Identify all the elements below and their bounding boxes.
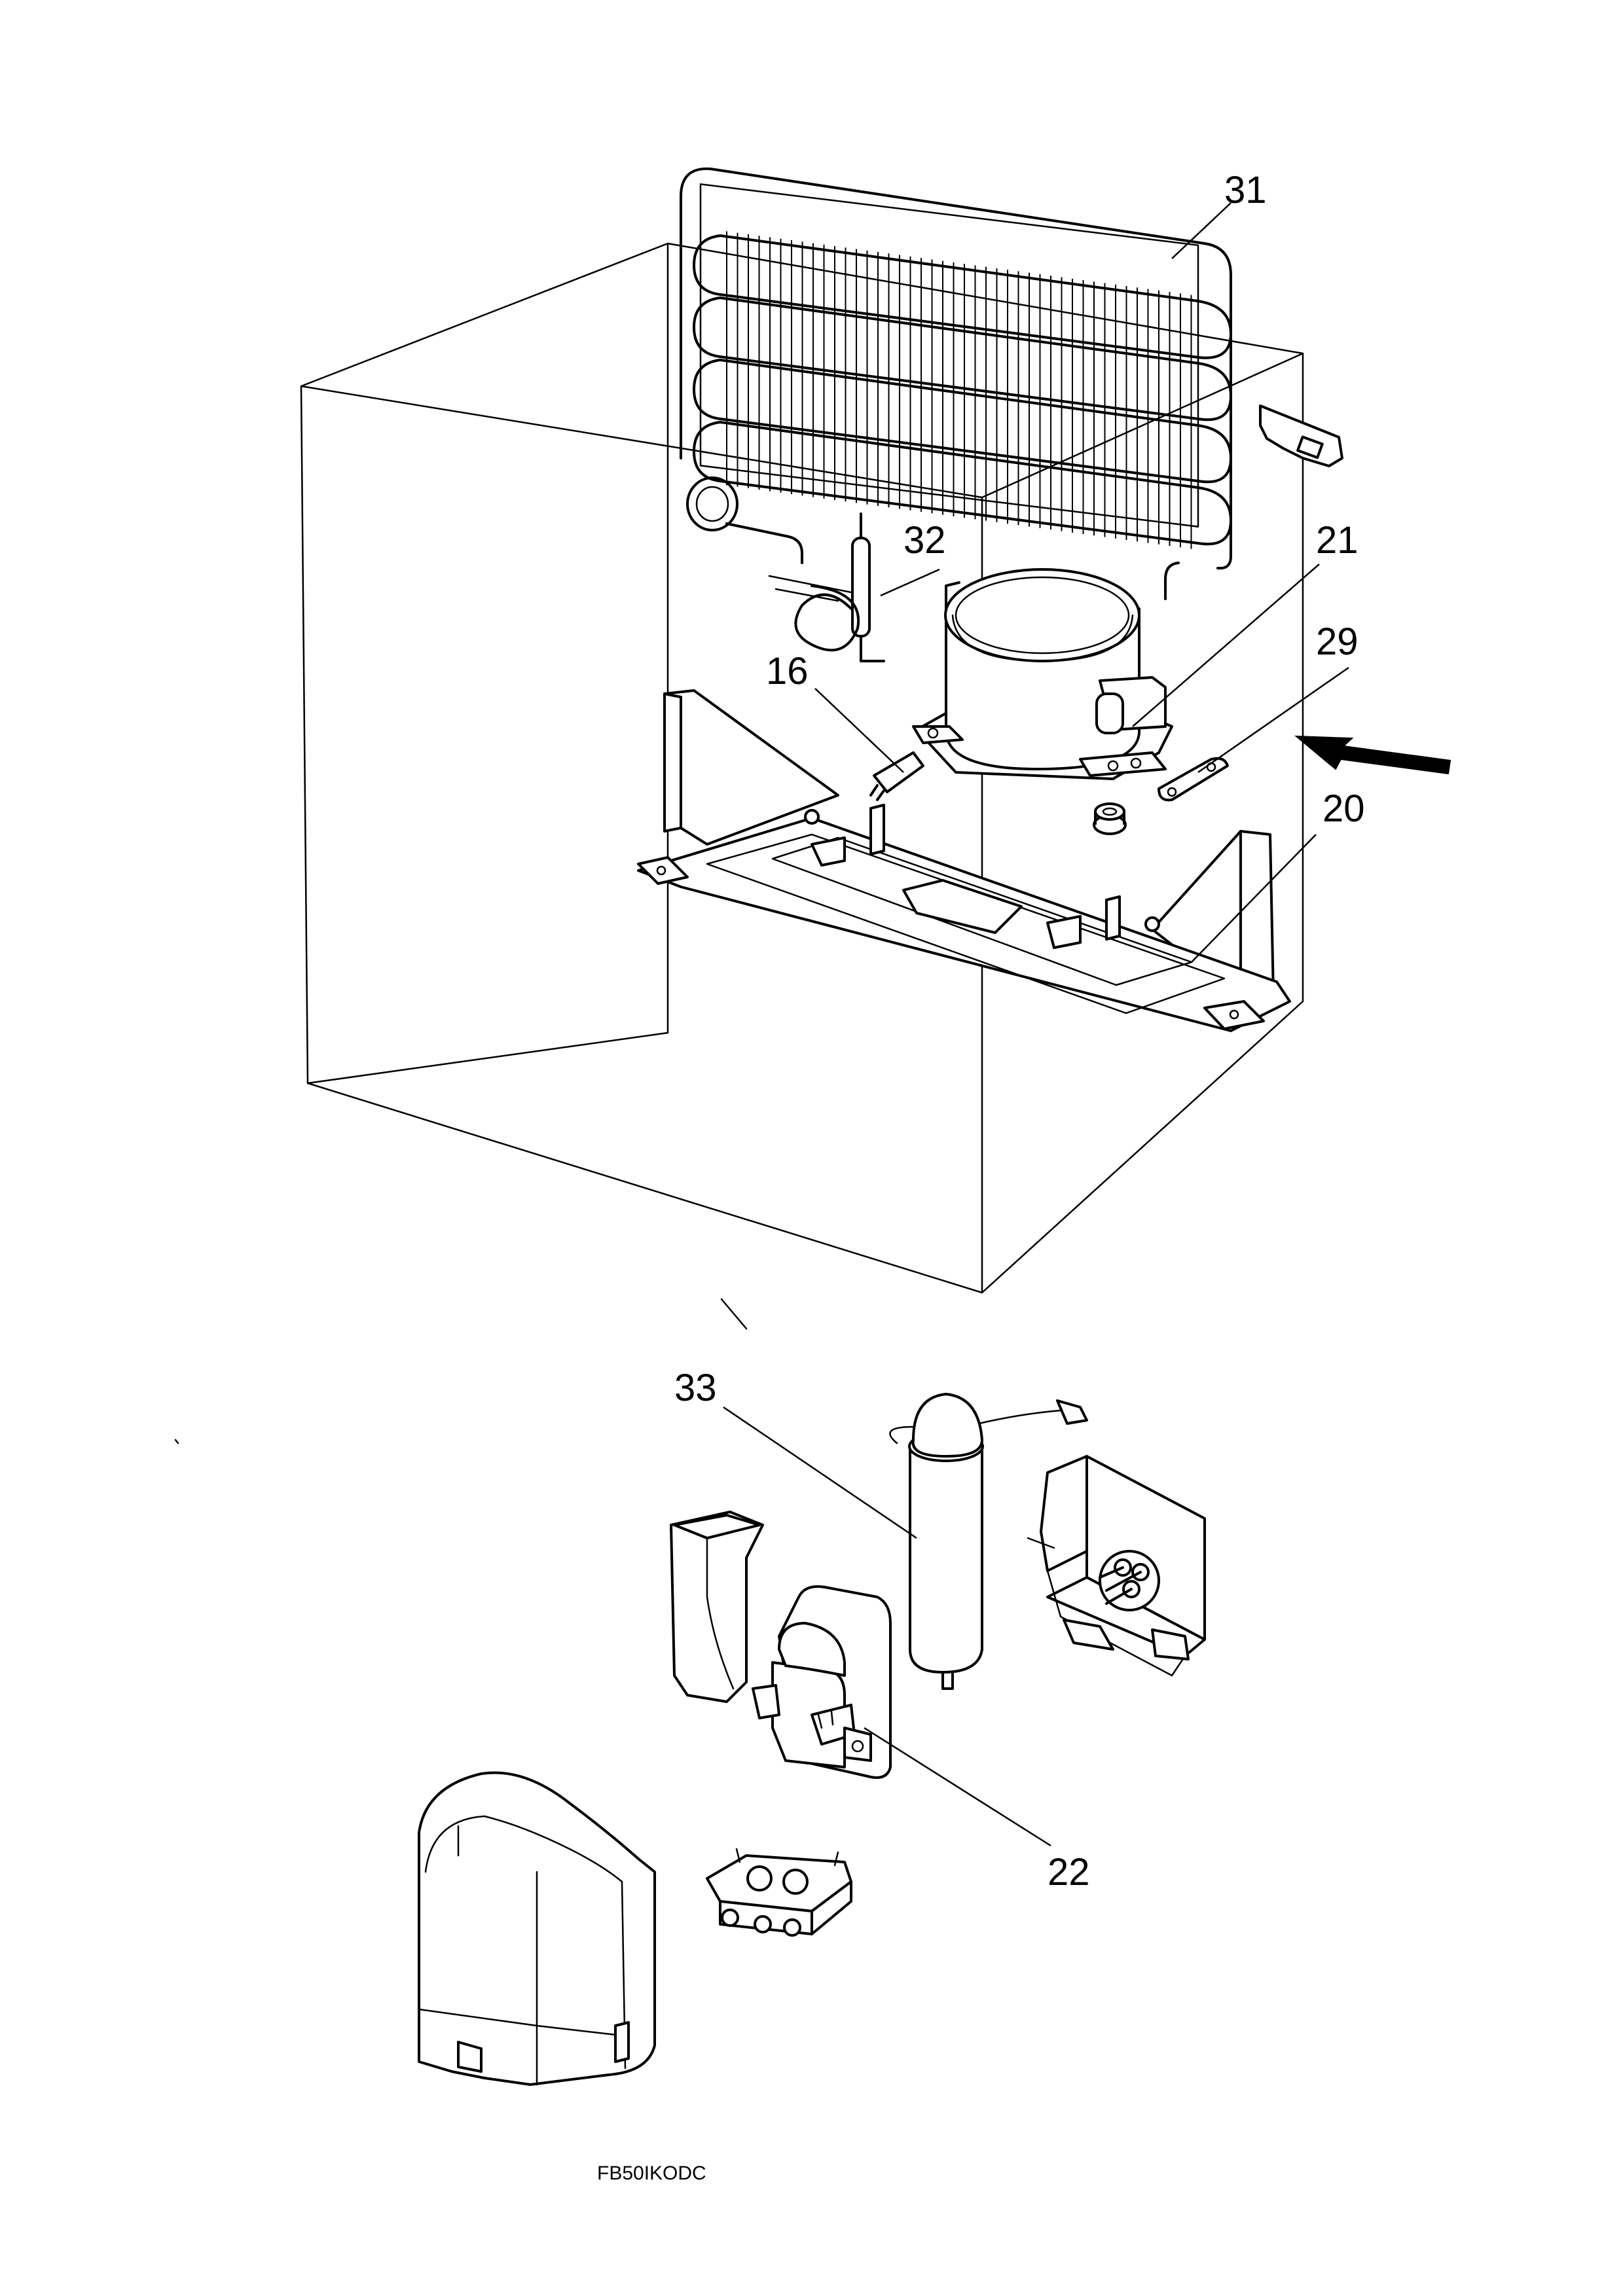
coil-bracket xyxy=(1259,404,1343,467)
compressor xyxy=(912,568,1173,780)
coil-tubes xyxy=(693,234,1232,546)
thermostat-sensor xyxy=(869,751,924,801)
callout-22: 22 xyxy=(1048,1851,1090,1893)
callout-31: 31 xyxy=(1224,169,1267,211)
callout-16: 16 xyxy=(766,650,809,692)
mounting-clip xyxy=(1158,757,1229,802)
start-capacitor xyxy=(889,1393,1088,1690)
callout-labels: 31 32 21 29 16 20 33 22 xyxy=(674,169,1365,1893)
callout-29: 29 xyxy=(1316,620,1359,663)
cover-clip xyxy=(670,1511,764,1703)
callout-20: 20 xyxy=(1322,787,1365,830)
direction-arrow xyxy=(1294,735,1451,775)
rubber-grommet xyxy=(1093,802,1127,835)
terminal-block xyxy=(706,1848,852,1937)
stray-marks xyxy=(174,1298,748,1444)
drawing-code: FB50IKODC xyxy=(597,2162,706,2184)
callout-33: 33 xyxy=(674,1367,717,1409)
base-plate xyxy=(637,689,1291,1032)
coil-wire-fins xyxy=(726,231,1192,549)
condenser-coil xyxy=(680,167,1343,600)
terminal-cover xyxy=(418,1771,656,2086)
capillary-dryer xyxy=(768,512,885,662)
leader-lines xyxy=(723,202,1349,1847)
start-relay xyxy=(752,1585,892,1779)
callout-32: 32 xyxy=(903,519,946,562)
relay-bracket xyxy=(1027,1455,1206,1677)
callout-21: 21 xyxy=(1316,519,1359,562)
